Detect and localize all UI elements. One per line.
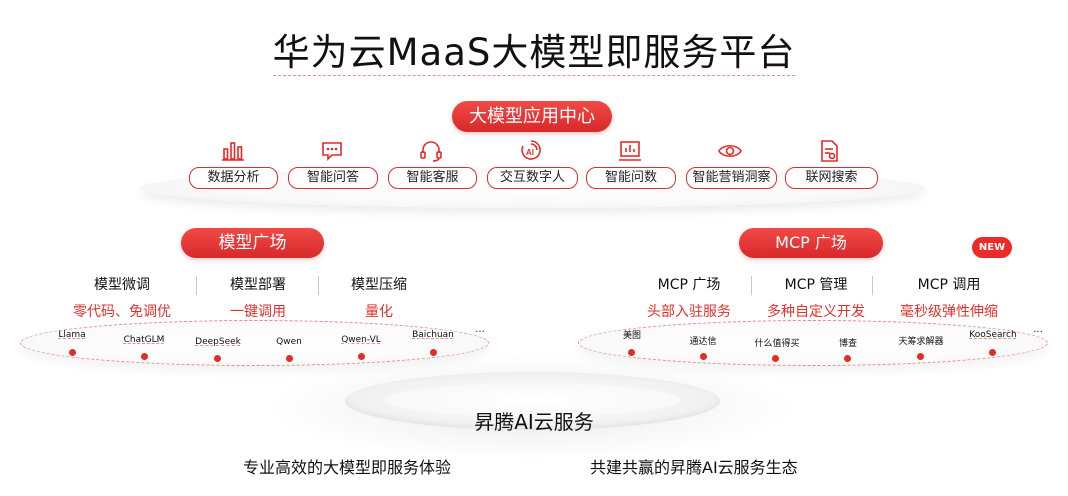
model-node-dot <box>358 353 365 360</box>
eye-icon <box>717 139 743 163</box>
divider <box>318 276 319 295</box>
mcp-node-dot <box>989 349 996 356</box>
mcp-category-subtitle: 毫秒级弹性伸缩 <box>900 304 998 320</box>
page-title: 华为云MaaS大模型即服务平台 <box>0 22 1068 76</box>
model-qwen[interactable]: Qwen <box>276 337 302 347</box>
chart-question-icon <box>617 139 643 163</box>
model-category-title: 模型压缩 <box>351 277 407 293</box>
app-item-digital-human[interactable]: 交互数字人 <box>487 167 578 189</box>
chat-bubble-icon <box>319 139 345 163</box>
model-node-dot <box>69 349 76 356</box>
mcp-category-subtitle: 多种自定义开发 <box>767 304 865 320</box>
model-deepseek[interactable]: DeepSeek <box>195 337 241 347</box>
document-search-icon <box>816 139 842 163</box>
mcp-node-dot <box>844 355 851 362</box>
model-category-title: 模型部署 <box>230 277 286 293</box>
base-title: 昇腾AI云服务 <box>474 410 594 434</box>
mcp-node-dot <box>772 355 779 362</box>
app-item-web-search[interactable]: 联网搜索 <box>785 167 878 189</box>
model-category-subtitle: 一键调用 <box>230 304 286 320</box>
mcp-node-dot <box>628 349 635 356</box>
model-llama[interactable]: Llama <box>58 330 86 340</box>
mcp-service-tianchou[interactable]: 天筹求解器 <box>898 337 944 347</box>
mcp-node-dot <box>917 353 924 360</box>
mcp-service-bocha[interactable]: 博查 <box>838 339 857 349</box>
mcp-category-subtitle: 头部入驻服务 <box>647 304 731 320</box>
bar-chart-icon <box>220 139 246 163</box>
model-node-dot <box>214 355 221 362</box>
app-item-smart-service[interactable]: 智能客服 <box>388 167 477 189</box>
app-item-smart-qa[interactable]: 智能问答 <box>288 167 378 189</box>
divider <box>196 276 197 295</box>
model-baichuan[interactable]: Baichuan <box>412 330 454 340</box>
mcp-service-koosearch[interactable]: KooSearch <box>969 330 1017 340</box>
model-node-dot <box>141 353 148 360</box>
headset-icon <box>418 139 444 163</box>
model-qwen-vl[interactable]: Qwen-VL <box>341 335 381 345</box>
model-category-subtitle: 零代码、免调优 <box>73 304 171 320</box>
bottom-left-text: 专业高效的大模型即服务体验 <box>243 458 452 477</box>
model-node-dot <box>430 349 437 356</box>
model-node-dot <box>286 355 293 362</box>
app-item-smart-query[interactable]: 智能问数 <box>586 167 676 189</box>
model-category-subtitle: 量化 <box>365 304 393 320</box>
more-indicator: ··· <box>1033 327 1043 338</box>
model-category-title: 模型微调 <box>94 277 150 293</box>
svg-text:AI: AI <box>526 148 534 157</box>
divider <box>872 276 873 295</box>
base-ring-inner <box>385 383 680 417</box>
page-title-text: 华为云MaaS大模型即服务平台 <box>272 31 796 76</box>
bottom-right-text: 共建共赢的昇腾AI云服务生态 <box>590 458 798 477</box>
mcp-service-meitu[interactable]: 美图 <box>622 331 641 341</box>
mcp-platform <box>578 320 1048 366</box>
mcp-category-title: MCP 管理 <box>784 277 848 293</box>
divider <box>751 276 752 295</box>
more-indicator: ··· <box>475 327 485 338</box>
app-center-header: 大模型应用中心 <box>452 101 612 132</box>
mcp-category-title: MCP 广场 <box>657 277 721 293</box>
app-item-data-analysis[interactable]: 数据分析 <box>189 167 278 189</box>
app-item-marketing-insight[interactable]: 智能营销洞察 <box>686 167 777 189</box>
model-chatglm[interactable]: ChatGLM <box>123 335 165 345</box>
model-square-header: 模型广场 <box>181 228 324 258</box>
mcp-node-dot <box>700 353 707 360</box>
mcp-square-header: MCP 广场 <box>739 228 883 258</box>
model-platform <box>20 320 489 366</box>
ai-avatar-icon: AI <box>518 139 544 163</box>
new-badge: NEW <box>972 237 1012 258</box>
mcp-category-title: MCP 调用 <box>917 277 981 293</box>
mcp-service-tdx[interactable]: 通达信 <box>689 337 717 347</box>
mcp-service-smzdm[interactable]: 什么值得买 <box>754 339 800 349</box>
